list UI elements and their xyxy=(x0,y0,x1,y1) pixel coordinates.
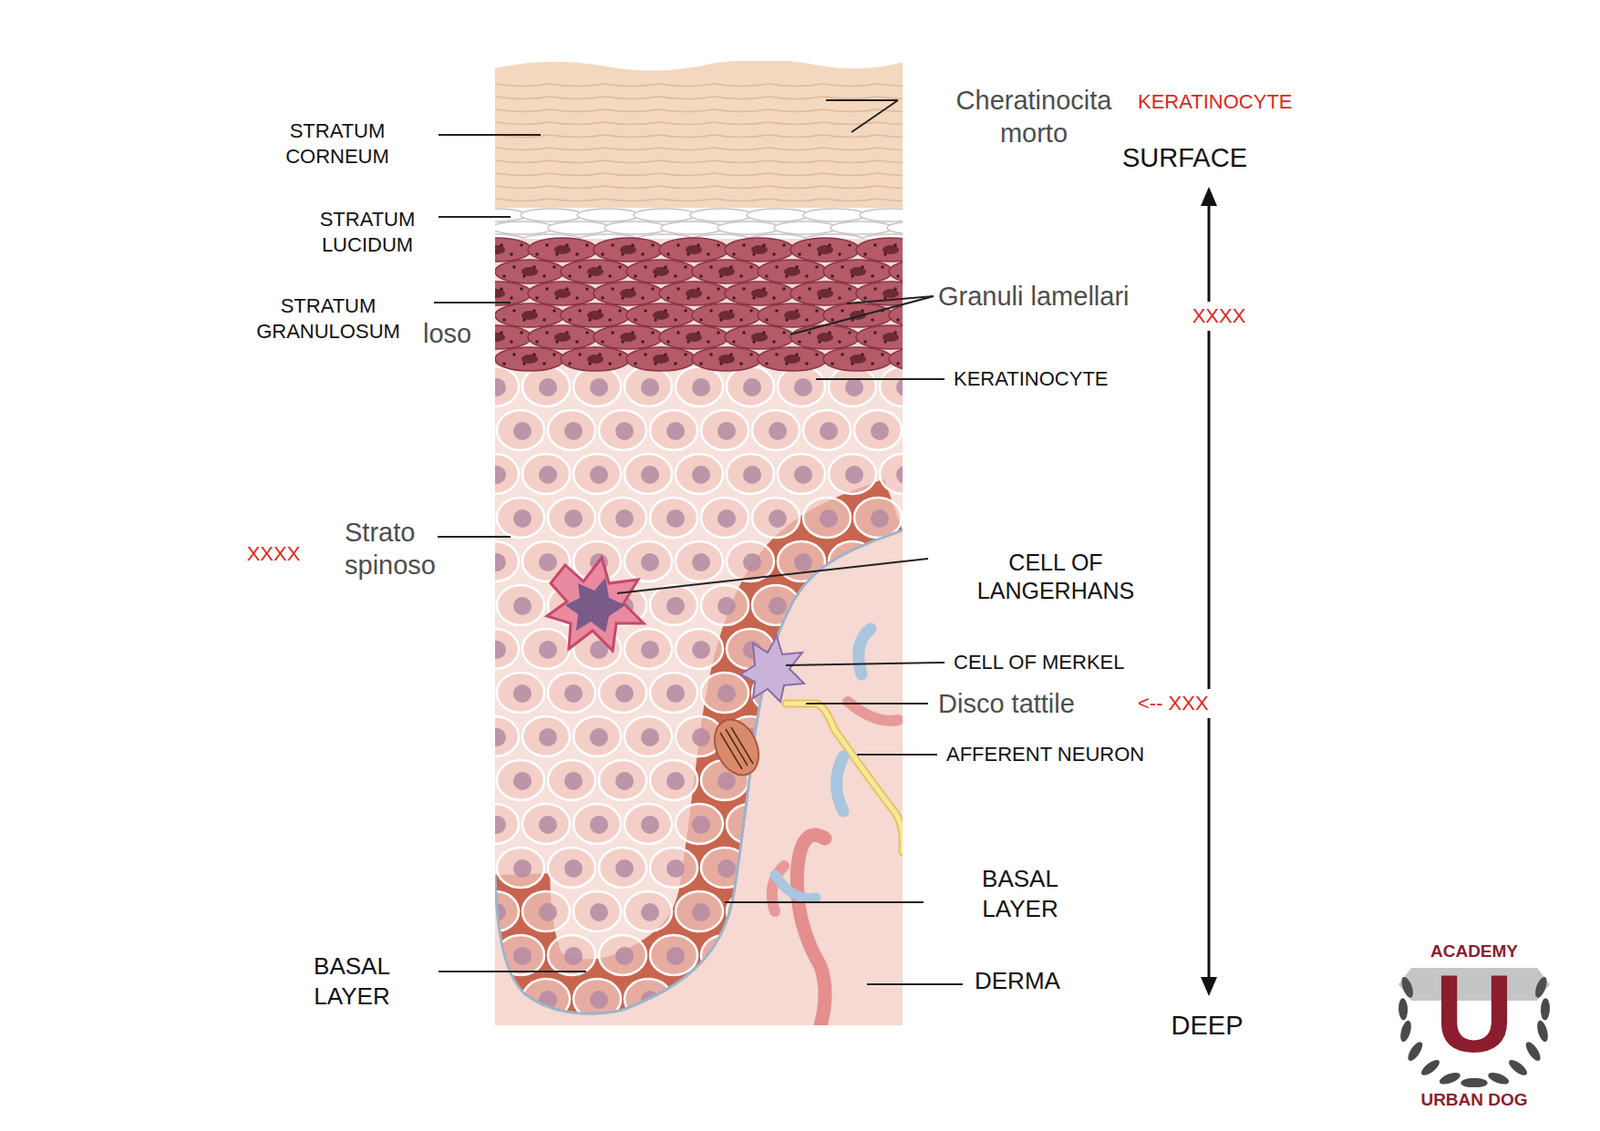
axis-label: SURFACE xyxy=(1122,141,1248,175)
axis-label: DEEP xyxy=(1171,1009,1244,1043)
layer-label: BASAL LAYER xyxy=(292,951,412,1012)
annotation: loso xyxy=(423,317,472,351)
layer-label: DERMA xyxy=(974,966,1061,997)
layer-label: STRATUM GRANULOSUM xyxy=(255,293,402,344)
logo-text: URBAN DOG xyxy=(1420,1091,1528,1109)
layer-label: BASAL LAYER xyxy=(960,864,1080,924)
annotation: Disco tattile xyxy=(938,687,1075,721)
logo-letter: U xyxy=(1434,959,1515,1069)
logo-text: ACADEMY xyxy=(1430,942,1518,960)
structure-label: AFFERENT NEURON xyxy=(946,742,1145,768)
layer-label: STRATUM LUCIDUM xyxy=(308,206,427,258)
placeholder-label: XXXX xyxy=(1188,301,1250,331)
cell-label: CELL OF MERKEL xyxy=(953,650,1125,676)
placeholder-label: XXXX xyxy=(247,541,301,568)
annotation: Strato spinoso xyxy=(344,516,464,583)
leader-lines xyxy=(433,100,963,985)
annotation: Granuli lamellari xyxy=(938,279,1130,313)
cell-label: KERATINOCYTE xyxy=(953,366,1109,393)
placeholder-label: <-- XXX xyxy=(1134,689,1213,719)
translation-label: KERATINOCYTE xyxy=(1137,89,1293,115)
annotation: Cheratinocita morto xyxy=(938,83,1130,151)
layer-label: STRATUM CORNEUM xyxy=(273,118,402,169)
cell-label: CELL OF LANGERHANS xyxy=(950,548,1161,607)
